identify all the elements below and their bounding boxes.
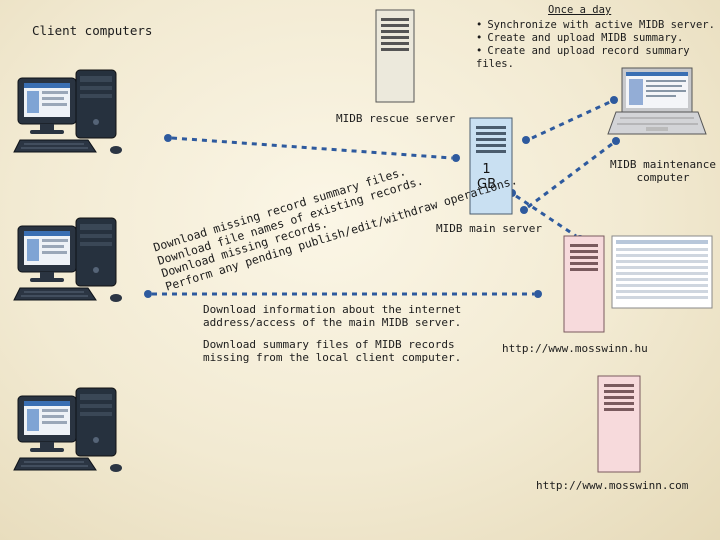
web-page-icon: [611, 235, 713, 309]
list-item: Create and upload MIDB summary.: [476, 32, 720, 45]
rescue-server-label: MIDB rescue server: [336, 112, 456, 125]
storage-label: 1 GB: [477, 162, 496, 192]
server-tower-icon: [375, 9, 415, 103]
arrows: [152, 100, 613, 296]
url-hu[interactable]: http://www.mosswinn.hu: [502, 342, 648, 355]
server-tower-icon: [597, 375, 641, 473]
info-text: Download information about the internet …: [203, 303, 461, 329]
main-server-laptop-arrow: [527, 142, 613, 209]
server-tower-icon: [563, 235, 605, 333]
main-server-label: MIDB main server: [436, 222, 542, 235]
summary-line: missing from the local client computer.: [203, 351, 462, 364]
laptop-icon: [607, 67, 707, 135]
rescue-laptop-arrow: [531, 100, 611, 140]
url-com[interactable]: http://www.mosswinn.com: [536, 479, 689, 492]
once-a-day-heading: Once a day: [548, 4, 612, 16]
client-computers-label: Client computers: [32, 23, 153, 38]
list-item: Create and upload record summary files.: [476, 45, 720, 71]
desktop-computer-icon: [13, 217, 123, 303]
info-line: Download information about the internet: [203, 303, 462, 316]
storage-size: 1: [482, 162, 491, 177]
once-a-day-list: Synchronize with active MIDB server. Cre…: [476, 19, 720, 71]
client1-main-server-arrow: [171, 136, 453, 160]
maintenance-label-line: MIDB maintenance: [610, 158, 716, 171]
maintenance-computer-label: MIDB maintenance computer: [608, 158, 718, 184]
info-line: address/access of the main MIDB server.: [203, 316, 462, 329]
summary-line: Download summary files of MIDB records: [203, 338, 455, 351]
server-tower-icon: [469, 117, 513, 215]
desktop-computer-icon: [13, 387, 123, 473]
maintenance-label-line: computer: [636, 171, 690, 184]
storage-unit: GB: [477, 177, 496, 192]
desktop-computer-icon: [13, 69, 123, 155]
main-server-web-arrow: [515, 194, 577, 238]
summary-text: Download summary files of MIDB records m…: [203, 338, 461, 364]
list-item: Synchronize with active MIDB server.: [476, 19, 720, 32]
